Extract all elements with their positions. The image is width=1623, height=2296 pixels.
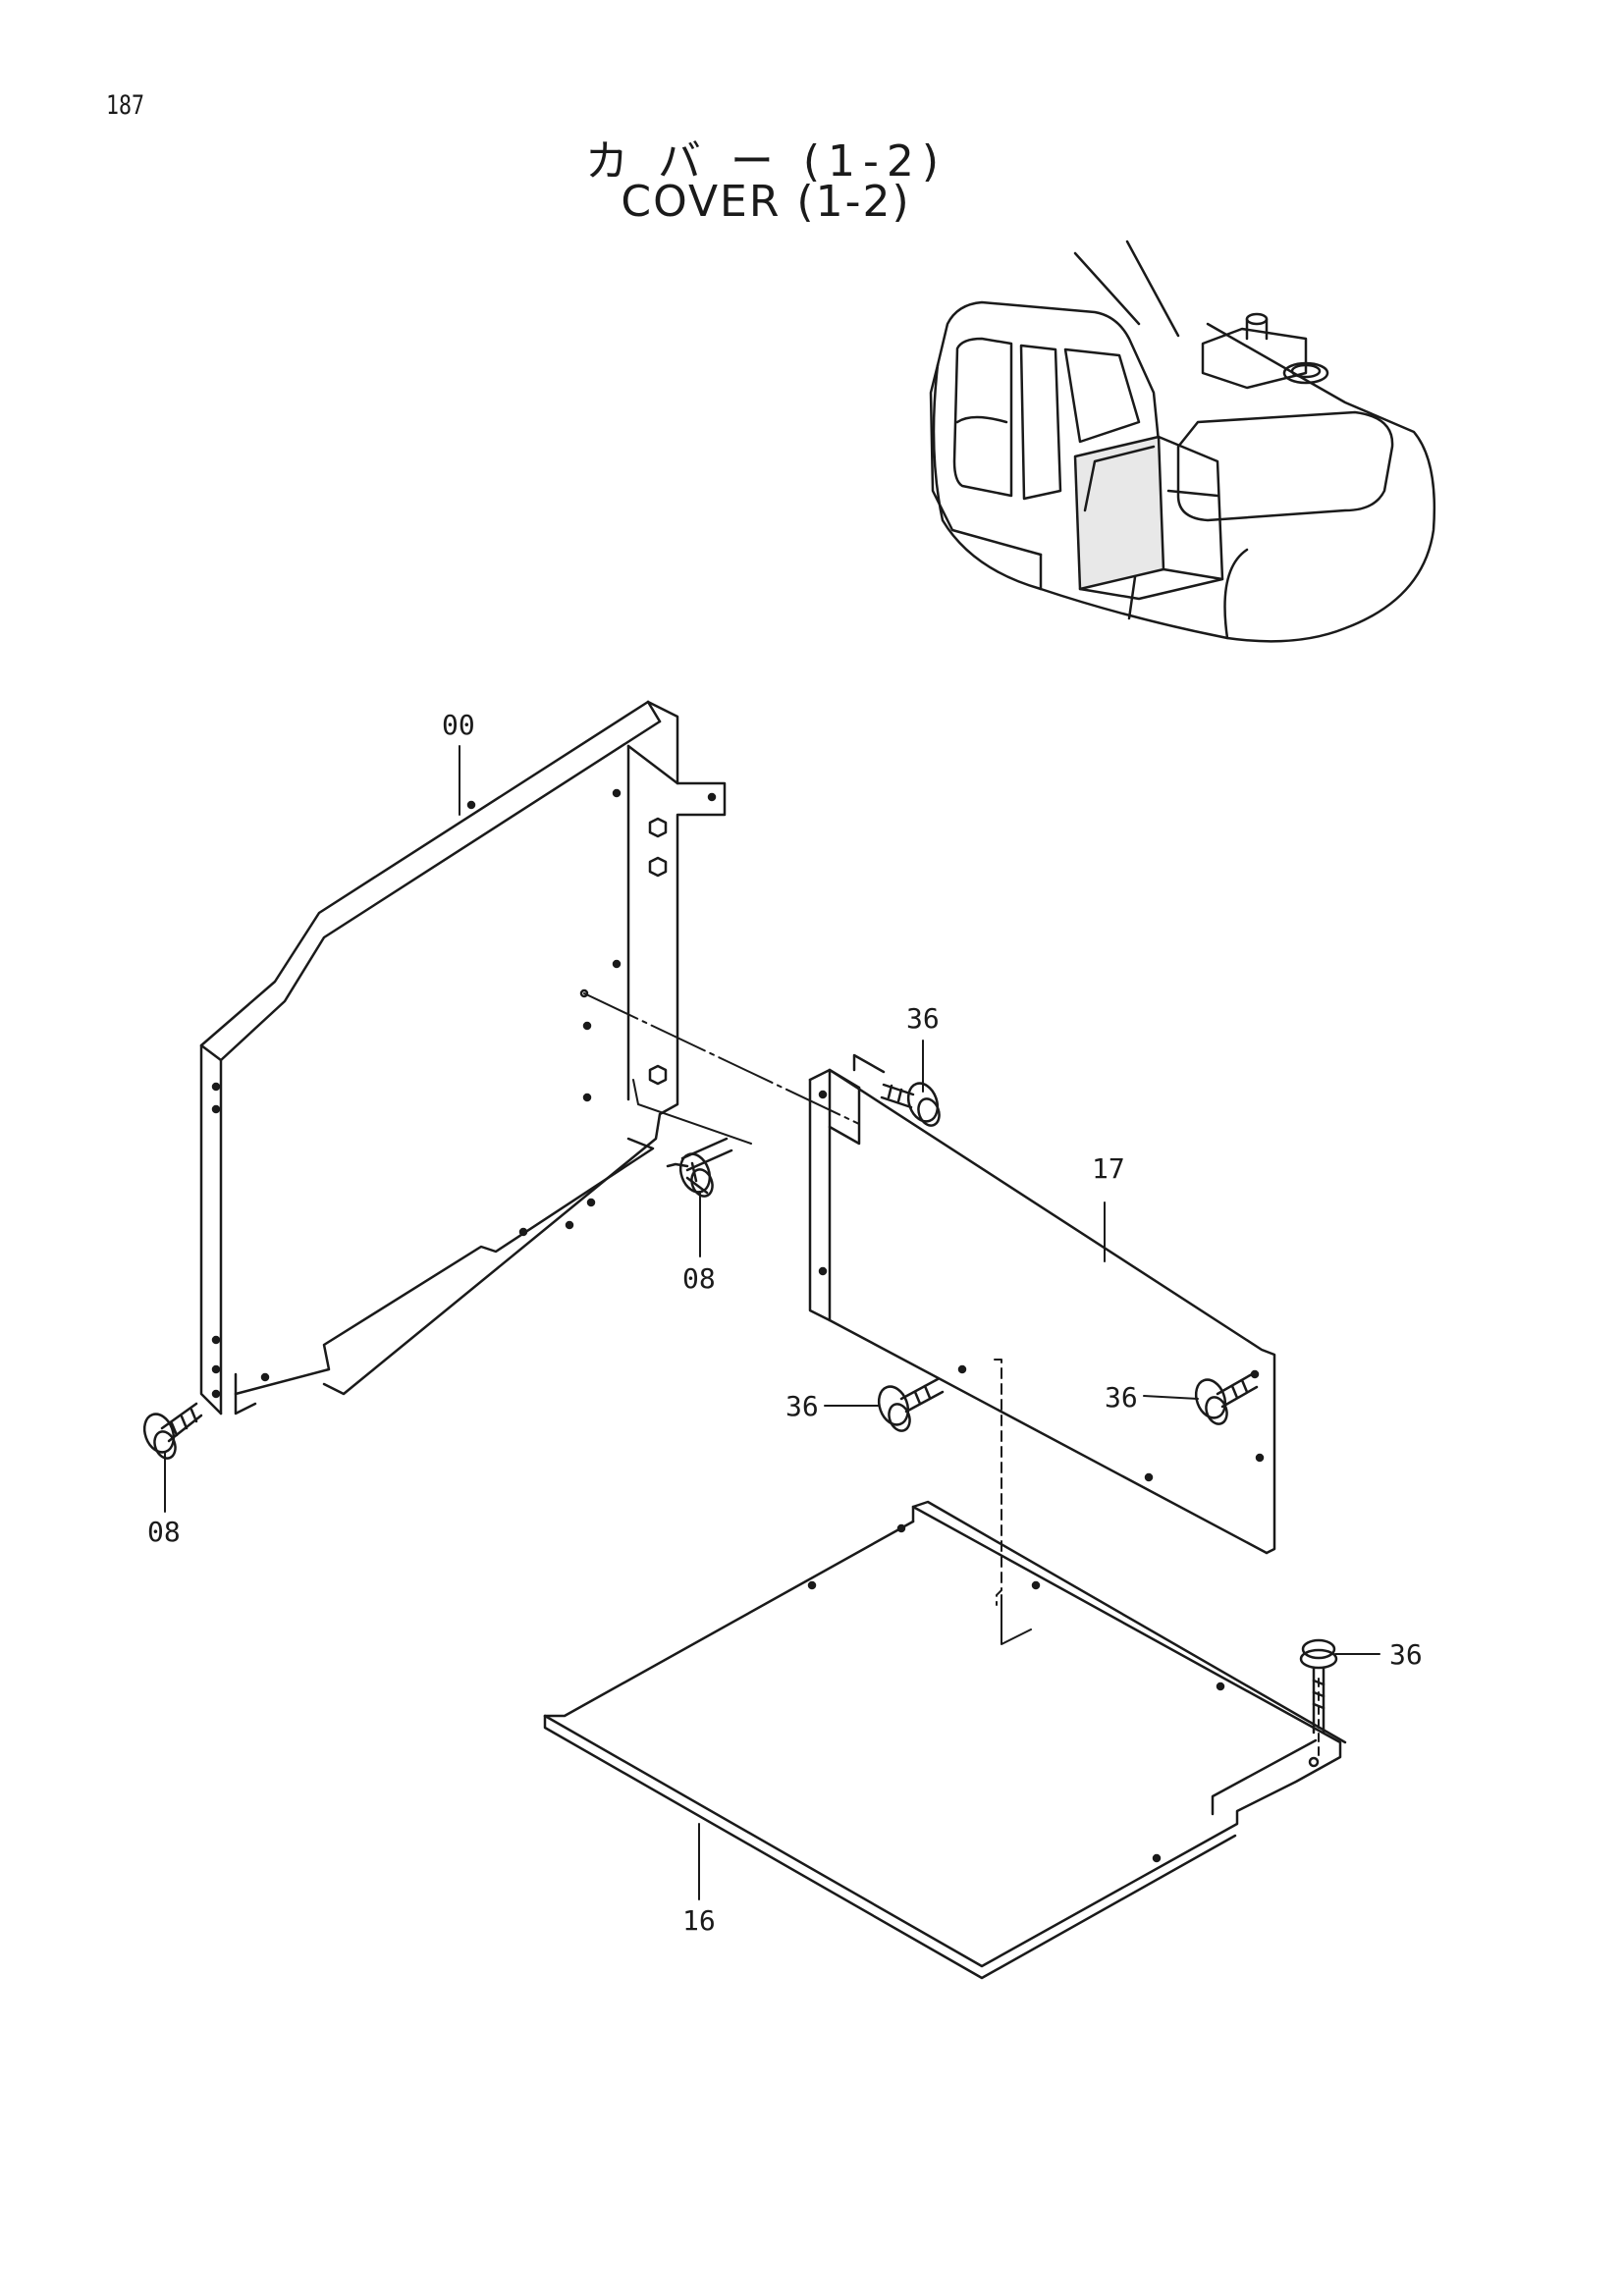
callout-36-right: 36: [1105, 1381, 1138, 1414]
alignment-line: [583, 992, 860, 1125]
page-title-english: COVER (1-2): [621, 177, 911, 227]
machine-overview-illustration: [929, 240, 1436, 643]
bolt-36-left: [877, 1377, 945, 1432]
callout-36-floor: 36: [1389, 1638, 1423, 1671]
bolt-36-floor: [1299, 1638, 1338, 1758]
page-number: 187: [106, 90, 145, 121]
dashed-reference-line: [994, 1359, 1002, 1606]
side-frame-part-00: [199, 700, 727, 1415]
page-title-japanese: カ バ ー (1-2): [584, 136, 947, 187]
callout-leaders: [164, 745, 1380, 1900]
floor-plate-part-16: [543, 1500, 1347, 1980]
bolt-36-right: [1194, 1372, 1259, 1425]
callout-16: 16: [682, 1904, 716, 1937]
callout-36-left: 36: [785, 1390, 819, 1422]
bolt-08-upper: [666, 1137, 733, 1198]
callout-08-lower: 08: [147, 1516, 181, 1548]
callout-17: 17: [1092, 1152, 1125, 1185]
callout-08-upper: 08: [682, 1262, 716, 1295]
side-cover-part-17: [808, 1053, 1276, 1555]
callout-00: 00: [442, 709, 475, 741]
bolt-08-lower: [142, 1402, 203, 1460]
callout-36-top: 36: [906, 1002, 940, 1035]
frame-holes: [211, 788, 717, 1399]
bolt-36-top: [880, 1082, 941, 1127]
